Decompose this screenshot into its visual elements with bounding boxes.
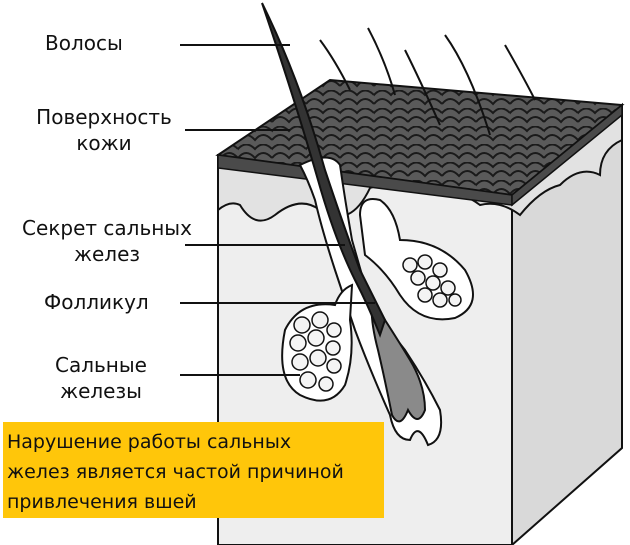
- label-sebum: Секрет сальных желез: [4, 215, 210, 267]
- label-glands-line2: железы: [60, 379, 142, 403]
- label-sebum-line2: желез: [73, 242, 141, 266]
- hair-strand-background: [504, 44, 536, 101]
- hair-shaft: [261, 2, 387, 338]
- caption-line2: желез является частой причиной: [7, 461, 344, 483]
- hair-strand-background: [319, 39, 351, 91]
- gland-cells-left: [289, 311, 342, 392]
- label-glands-line1: Сальные: [55, 353, 147, 377]
- hair-strand-background: [444, 34, 491, 136]
- hair-strand-background: [404, 49, 441, 126]
- caption-line3: привлечения вшей: [7, 491, 197, 513]
- caption-line1: Нарушение работы сальных: [7, 431, 292, 453]
- label-glands: Сальные железы: [45, 352, 157, 404]
- hair-strand-background: [367, 27, 396, 96]
- gland-cells-right: [402, 254, 462, 308]
- skin-surface-side-strip: [511, 103, 623, 207]
- hair-bulb: [370, 297, 427, 423]
- label-skin-surface: Поверхность кожи: [22, 104, 186, 156]
- caption-box: Нарушение работы сальных желез является …: [3, 422, 384, 518]
- label-follicle-text: Фолликул: [44, 290, 149, 314]
- label-sebum-line1: Секрет сальных: [22, 216, 192, 240]
- label-skin-surface-line1: Поверхность: [36, 105, 172, 129]
- label-follicle: Фолликул: [44, 289, 149, 315]
- label-skin-surface-line2: кожи: [76, 131, 132, 155]
- label-hair: Волосы: [45, 30, 123, 56]
- label-hair-text: Волосы: [45, 31, 123, 55]
